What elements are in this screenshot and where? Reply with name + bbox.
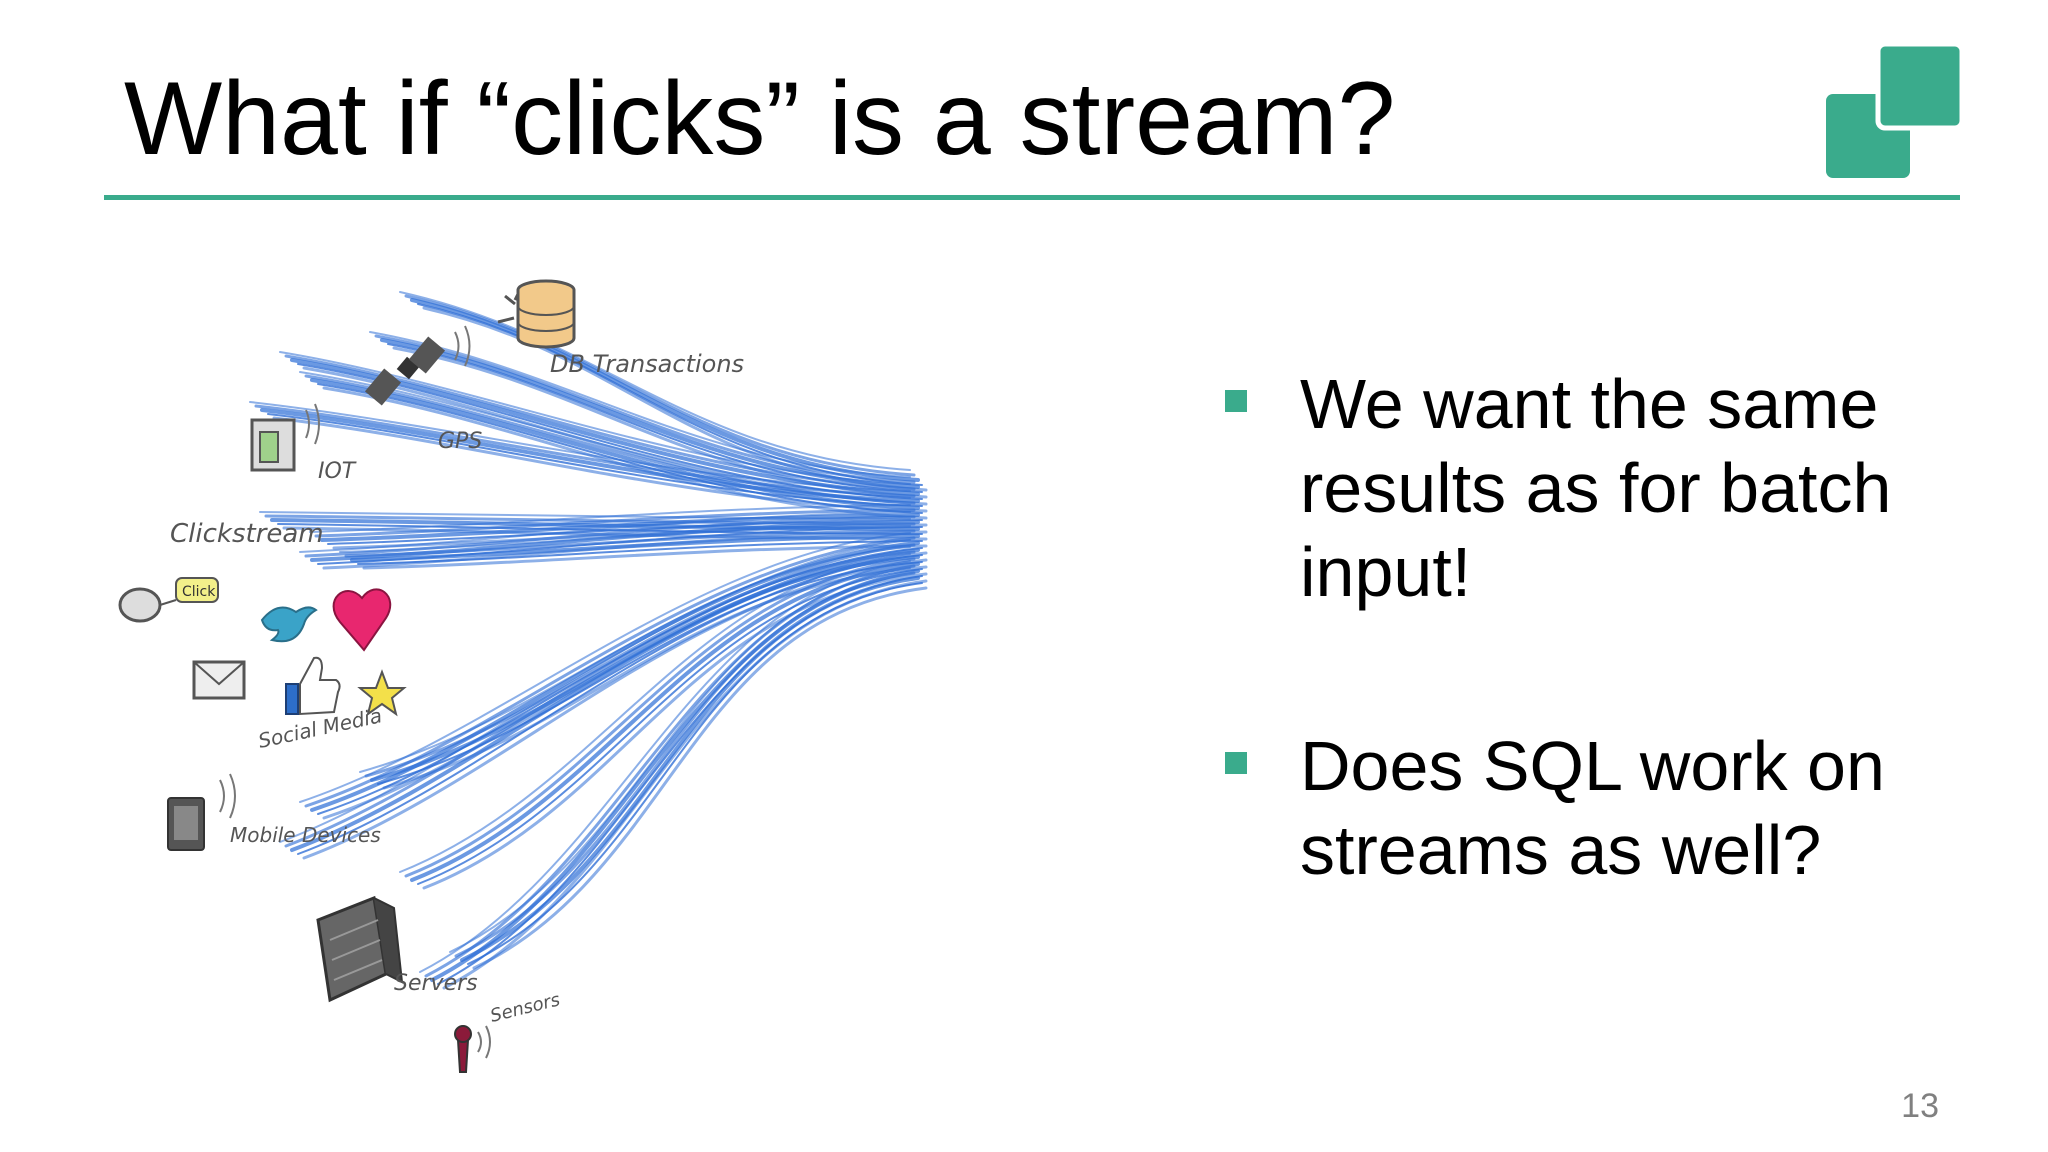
stream-lines bbox=[249, 291, 928, 990]
bird-icon bbox=[260, 606, 318, 643]
stream-line bbox=[259, 511, 911, 520]
bullet-text: We want the same results as for batch in… bbox=[1300, 365, 1892, 611]
bullet-list: We want the same results as for batch in… bbox=[1225, 362, 1985, 1002]
bullet-square-icon bbox=[1225, 390, 1247, 412]
database-icon bbox=[497, 279, 576, 349]
stream-line bbox=[449, 567, 911, 953]
stream-line bbox=[364, 550, 916, 778]
stream-line bbox=[339, 525, 911, 553]
stream-line bbox=[284, 543, 916, 848]
stream-line bbox=[454, 571, 916, 958]
stream-line bbox=[249, 401, 911, 492]
star-icon bbox=[357, 669, 407, 717]
stream-line bbox=[279, 539, 911, 843]
stream-line bbox=[460, 576, 920, 962]
stream-line bbox=[304, 536, 916, 808]
stream-line bbox=[467, 582, 923, 965]
stream-line bbox=[357, 540, 923, 565]
servers-label: Servers bbox=[394, 971, 478, 996]
bullet-item: We want the same results as for batch in… bbox=[1225, 362, 1985, 614]
stream-line bbox=[317, 383, 923, 514]
stream-line bbox=[350, 534, 920, 562]
stream-line bbox=[310, 378, 920, 510]
stream-line bbox=[472, 586, 928, 970]
stream-line bbox=[359, 546, 911, 773]
stream-line bbox=[374, 334, 916, 484]
iot-device-icon bbox=[250, 403, 320, 472]
stream-line bbox=[417, 303, 923, 486]
database-label: DB Transactions bbox=[550, 350, 744, 378]
heart-icon bbox=[332, 588, 392, 652]
sensors-label: Sensors bbox=[488, 989, 562, 1027]
iot-label: IOT bbox=[318, 459, 357, 484]
data-sources-stream-illustration: DB Transactions GPS IOT Clickstream Clic… bbox=[118, 279, 928, 1073]
stream-line bbox=[264, 514, 916, 526]
mobile-device-icon bbox=[167, 773, 236, 851]
stream-line bbox=[404, 557, 916, 878]
stream-line bbox=[279, 351, 911, 485]
stream-line bbox=[322, 386, 928, 520]
clickstream-label: Clickstream bbox=[170, 519, 324, 549]
thumbs-up-icon bbox=[285, 656, 341, 716]
mouse-click-icon: Click bbox=[118, 577, 219, 623]
stream-line bbox=[419, 560, 911, 973]
stream-line bbox=[299, 532, 911, 803]
stream-line bbox=[399, 291, 911, 471]
stream-line bbox=[369, 331, 911, 478]
mobile-devices-label: Mobile Devices bbox=[230, 823, 381, 847]
stream-line bbox=[284, 354, 916, 491]
slide-title: What if “clicks” is a stream? bbox=[124, 61, 1396, 177]
stream-line bbox=[399, 553, 911, 873]
svg-text:Click: Click bbox=[182, 584, 216, 600]
server-icon bbox=[316, 895, 404, 1003]
satellite-label: GPS bbox=[438, 429, 482, 454]
title-divider bbox=[104, 195, 1960, 200]
bullet-text: Does SQL work on streams as well? bbox=[1300, 727, 1885, 889]
stream-line bbox=[370, 555, 920, 782]
bullet-square-icon bbox=[1225, 752, 1247, 774]
bullet-item: Does SQL work on streams as well? bbox=[1225, 724, 1985, 892]
envelope-icon bbox=[192, 660, 246, 700]
sensor-icon bbox=[454, 1025, 491, 1073]
stream-line bbox=[290, 548, 920, 852]
stream-line bbox=[344, 529, 916, 558]
logo-icon bbox=[1826, 44, 1962, 178]
page-number: 13 bbox=[1901, 1087, 1939, 1125]
stream-line bbox=[377, 561, 923, 785]
satellite-icon bbox=[364, 325, 471, 406]
